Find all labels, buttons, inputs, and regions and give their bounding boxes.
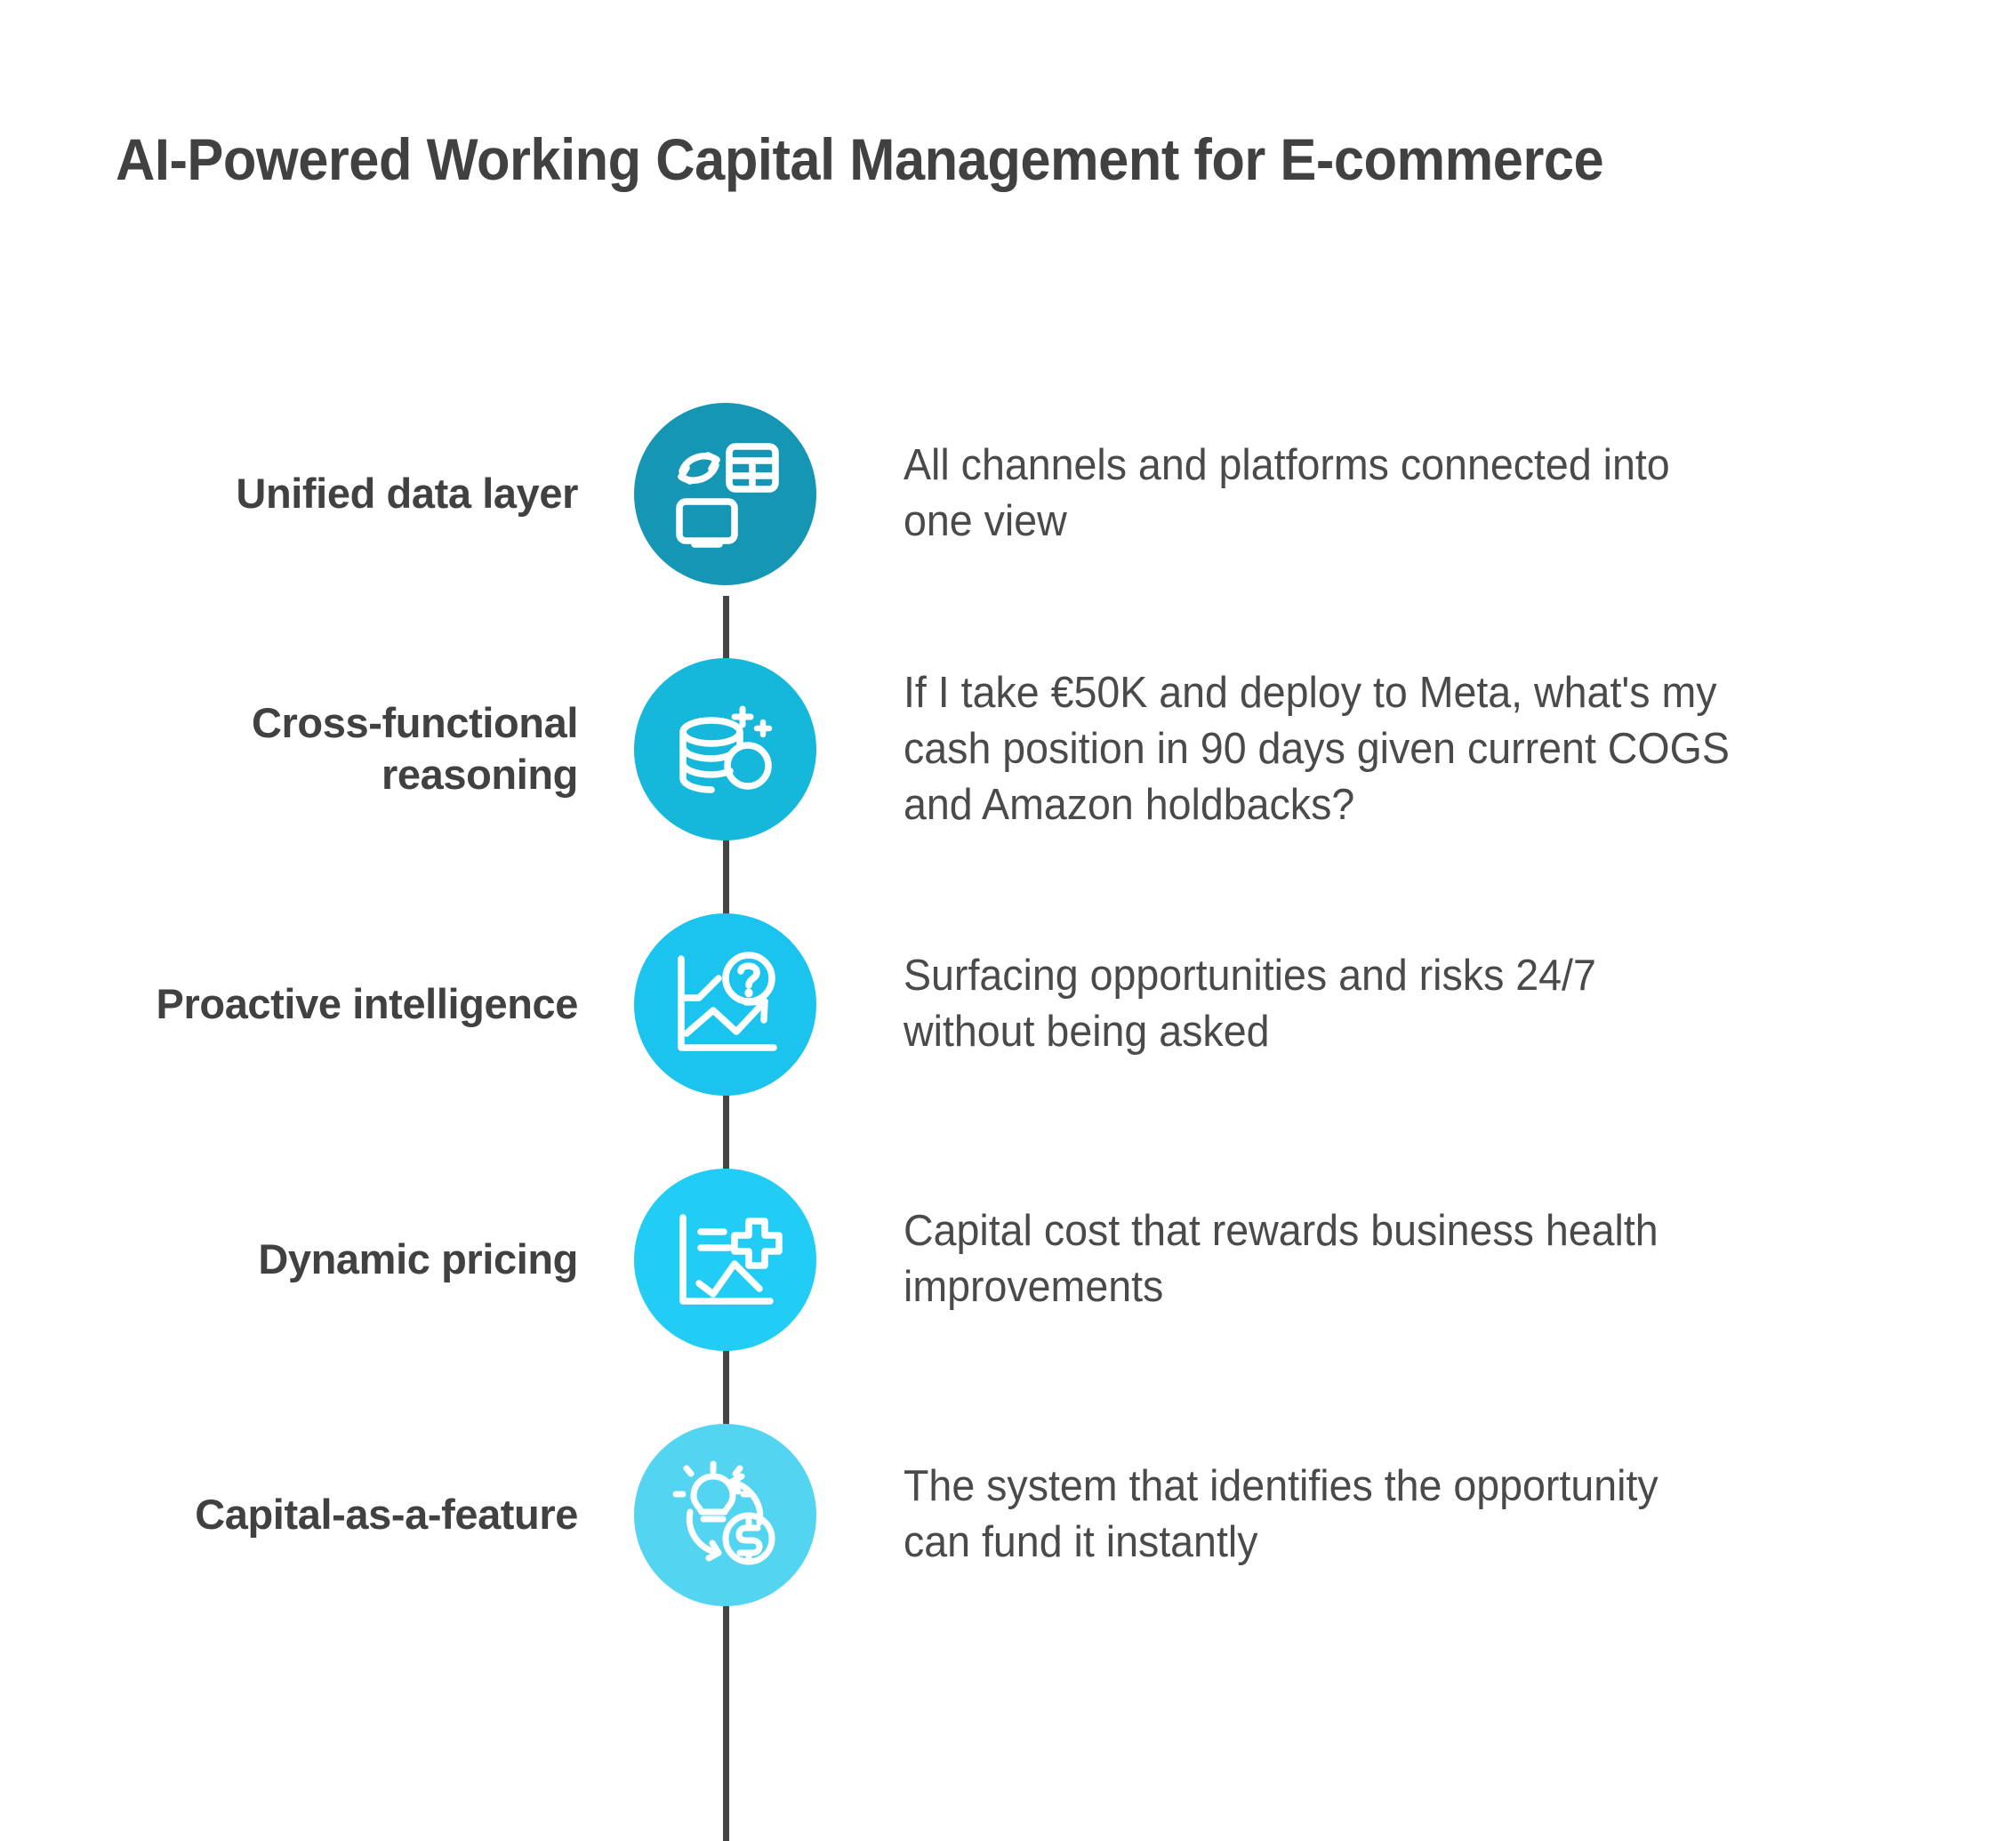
timeline-step-4: Dynamic pricing [0, 1157, 2016, 1362]
step-5-label: Capital-as-a-feature [195, 1491, 578, 1538]
desc-line: If I take €50K and deploy to Meta, what'… [904, 668, 1717, 717]
database-sparkle-icon [679, 705, 773, 793]
step-2-label: Cross-functional reasoning [0, 697, 614, 800]
desc-line: Capital cost that rewards business healt… [904, 1207, 1659, 1255]
step-5-icon-circle [633, 1423, 816, 1606]
step-2-icon-cell [614, 657, 836, 840]
data-sync-table-monitor-icon [676, 443, 779, 548]
step-2-label-line: Cross-functional [251, 699, 578, 746]
step-5-description: The system that identifies the opportuni… [836, 1459, 1957, 1571]
step-5-icon-cell [614, 1423, 836, 1606]
step-2-label-line: reasoning [381, 751, 578, 798]
desc-line: All channels and platforms connected int… [904, 441, 1670, 489]
step-4-description: Capital cost that rewards business healt… [836, 1203, 1957, 1315]
step-1-icon-cell [614, 402, 836, 585]
step-2-icon-circle [633, 657, 816, 840]
step-1-description: All channels and platforms connected int… [836, 438, 1957, 550]
step-1-label: Unified data layer [236, 470, 578, 517]
step-3-icon-circle [633, 912, 816, 1096]
timeline: Unified data layer [0, 391, 2016, 1841]
timeline-step-3: Proactive intelligence [0, 902, 2016, 1106]
timeline-step-5: Capital-as-a-feature [0, 1412, 2016, 1617]
chart-plus-health-icon [679, 1214, 783, 1305]
desc-line: cash position in 90 days given current C… [904, 724, 1730, 773]
desc-line: The system that identifies the opportuni… [904, 1462, 1659, 1510]
page-title: AI-Powered Working Capital Management fo… [116, 126, 1604, 192]
step-4-icon-cell [614, 1168, 836, 1351]
step-3-icon-cell [614, 912, 836, 1096]
lightbulb-cycle-dollar-icon [672, 1460, 775, 1565]
timeline-step-2: Cross-functional reasoning [0, 647, 2016, 851]
step-2-description: If I take €50K and deploy to Meta, what'… [836, 665, 1957, 833]
step-3-description: Surfacing opportunities and risks 24/7 w… [836, 948, 1957, 1060]
step-1-icon-circle [633, 402, 816, 585]
timeline-step-1: Unified data layer [0, 391, 2016, 596]
step-3-label: Proactive intelligence [156, 980, 579, 1027]
desc-line: and Amazon holdbacks? [904, 780, 1355, 829]
desc-line: improvements [904, 1263, 1164, 1311]
chart-question-arrow-icon [678, 952, 777, 1051]
step-4-icon-circle [633, 1168, 816, 1351]
desc-line: without being asked [904, 1008, 1270, 1056]
desc-line: can fund it instantly [904, 1518, 1258, 1566]
step-4-label: Dynamic pricing [258, 1235, 578, 1282]
desc-line: Surfacing opportunities and risks 24/7 [904, 952, 1596, 1000]
desc-line: one view [904, 497, 1067, 545]
